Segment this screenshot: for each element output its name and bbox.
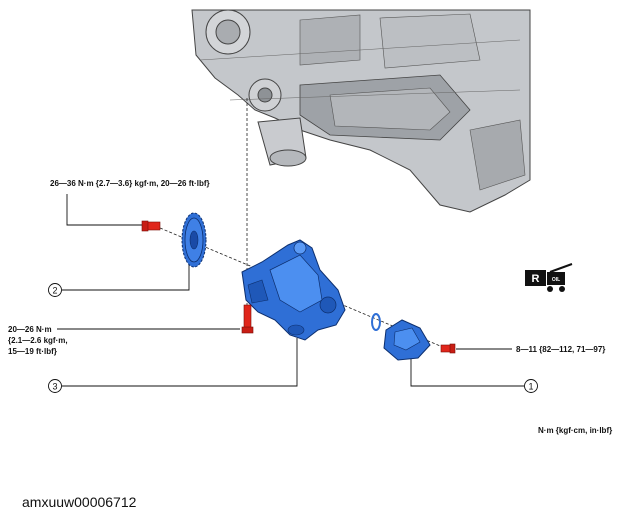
units-note: N·m {kgf·cm, in·lbf}	[538, 426, 613, 435]
oil-pump-cover	[383, 319, 431, 361]
callout-3: 3	[48, 379, 62, 393]
svg-text:1: 1	[528, 382, 533, 392]
pump-bolt-torque-line-3: 15—19 ft·lbf}	[8, 347, 57, 356]
svg-text:3: 3	[52, 382, 57, 392]
callout-2: 2	[48, 283, 62, 297]
image-code: amxuuw00006712	[22, 494, 137, 510]
svg-text:OIL: OIL	[552, 277, 560, 283]
oil-pump-body	[241, 239, 346, 341]
engine-block	[191, 9, 531, 213]
svg-text:R: R	[532, 273, 540, 285]
sprocket-bolt-torque-label: 26—36 N·m {2.7—3.6} kgf·m, 20—26 ft·lbf}	[50, 179, 210, 188]
callout-1: 1	[524, 379, 538, 393]
oil-pump-sprocket	[181, 212, 207, 268]
cover-bolt-torque-label: 8—11 {82—112, 71—97}	[516, 345, 606, 354]
cover-bolt	[440, 343, 456, 354]
o-ring	[371, 313, 381, 331]
pump-bolt-torque-line-2: {2.1—2.6 kgf·m,	[8, 336, 68, 345]
leader-lines	[57, 194, 524, 387]
pump-bolt-torque-line-1: 20—26 N·m	[8, 325, 52, 334]
replace-oil-symbol-icon: R OIL	[525, 263, 573, 292]
oil-pump-bolt	[241, 304, 254, 334]
svg-text:2: 2	[52, 286, 57, 296]
sprocket-bolt	[141, 220, 161, 232]
